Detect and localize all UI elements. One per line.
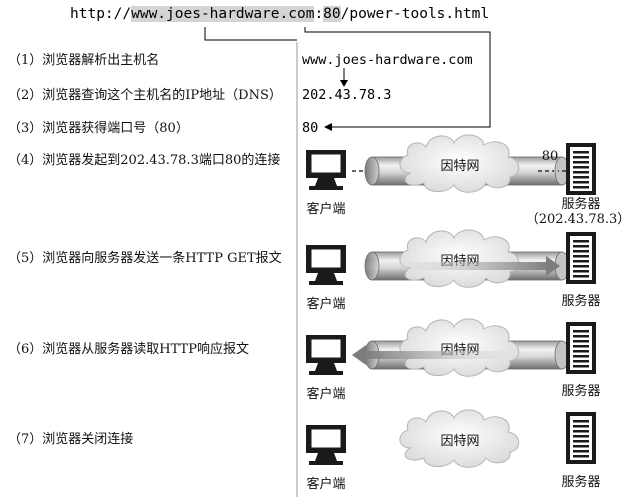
url-port-separator: : [314, 6, 324, 22]
step4-row: 客户端 因特网 80 服务器 （202.43.78.3） [305, 134, 623, 227]
client-label: 客户端 [306, 386, 345, 402]
resolved-hostname: www.joes-hardware.com [302, 52, 473, 68]
internet-label: 因特网 [440, 159, 479, 174]
resolved-ip: 202.43.78.3 [302, 87, 392, 103]
step-1: （1）浏览器解析出主机名 [8, 53, 160, 68]
internet-label: 因特网 [440, 434, 479, 449]
server-icon [566, 322, 596, 374]
step5-row: 客户端 因特网 服务器 [305, 229, 601, 312]
server-icon [566, 143, 596, 195]
client-icon [305, 334, 347, 376]
request-arrow [352, 256, 560, 276]
server-label: 服务器 [561, 196, 600, 212]
server-label: 服务器 [561, 474, 600, 490]
url-path: /power-tools.html [340, 6, 490, 22]
server-label: 服务器 [561, 383, 600, 399]
url-line: http://www.joes-hardware.com:80/power-to… [70, 6, 489, 22]
client-label: 客户端 [306, 296, 345, 312]
host-arrow [204, 27, 297, 41]
url-host: www.joes-hardware.com [131, 6, 315, 22]
response-arrow [352, 345, 560, 365]
step-5: （5）浏览器向服务器发送一条HTTP GET报文 [8, 251, 282, 266]
port-arrow [304, 27, 491, 131]
server-ip-label: （202.43.78.3） [526, 212, 623, 227]
step-4: （4）浏览器发起到202.43.78.3端口80的连接 [8, 153, 281, 168]
client-label: 客户端 [306, 201, 345, 217]
step-6: （6）浏览器从服务器读取HTTP响应报文 [8, 342, 249, 357]
client-icon [305, 424, 347, 466]
step-2: （2）浏览器查询这个主机名的IP地址（DNS） [8, 88, 282, 103]
client-label: 客户端 [306, 476, 345, 492]
step-7: （7）浏览器关闭连接 [8, 432, 134, 447]
resolved-port: 80 [302, 120, 319, 136]
dns-arrow [340, 68, 348, 87]
client-icon [305, 149, 347, 191]
server-label: 服务器 [561, 293, 600, 309]
server-icon [566, 232, 596, 284]
server-icon [566, 412, 596, 464]
url-port: 80 [323, 6, 341, 22]
port-label: 80 [542, 149, 559, 164]
step-3: （3）浏览器获得端口号（80） [8, 121, 189, 136]
step6-row: 客户端 因特网 服务器 [305, 318, 601, 402]
step7-row: 客户端 因特网 服务器 [305, 409, 601, 492]
client-icon [305, 244, 347, 286]
url-scheme: http:// [70, 6, 132, 22]
